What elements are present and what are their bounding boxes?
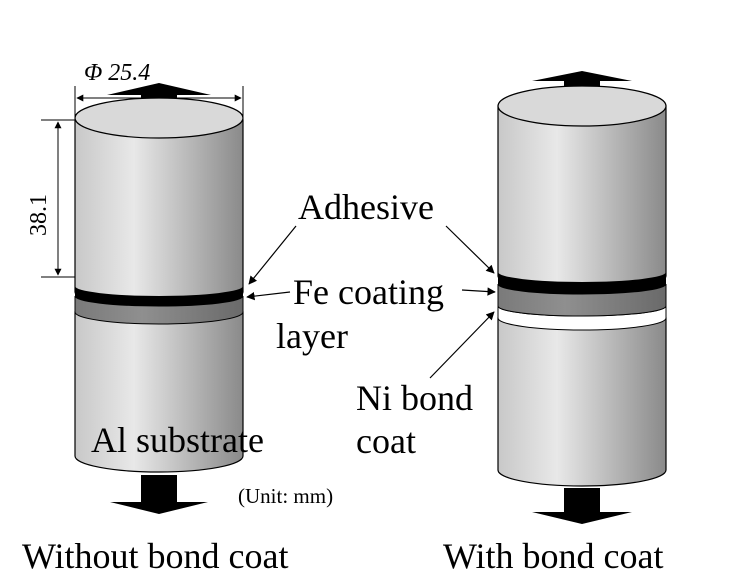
adhesive-label: Adhesive [298,187,434,227]
diameter-dimension [74,86,244,120]
height-label: 38.1 [26,194,52,236]
left-bottom-load-arrow [110,475,208,514]
right-specimen [497,71,667,524]
fe-coating-label-line1: Fe coating [293,272,444,312]
right-lower-cylinder [497,317,667,487]
height-dimension [41,119,75,278]
adhesive-leader-left [248,225,297,285]
adhesive-leader-right [445,225,495,274]
left-specimen [74,83,244,514]
ni-leader [429,311,495,379]
al-substrate-label: Al substrate [91,420,264,460]
right-top-face [497,85,667,127]
fe-leader-left [246,291,291,301]
fe-coating-label-line2: layer [276,316,348,356]
caption-without-bond-coat: Without bond coat [22,536,289,576]
right-adhesive-band [498,272,666,294]
ni-bond-label-line1: Ni bond [356,378,473,418]
fe-leader-right [461,287,496,296]
unit-label: (Unit: mm) [238,484,333,508]
left-adhesive-band [75,286,243,306]
left-top-face [74,97,244,139]
left-lower-cylinder [74,311,244,473]
right-bottom-load-arrow [532,488,632,524]
right-upper-cylinder [497,105,667,291]
ni-bond-label-line2: coat [356,421,416,461]
caption-with-bond-coat: With bond coat [443,536,664,576]
leader-arrows [246,225,496,379]
left-upper-cylinder [74,119,244,307]
diameter-label: Φ 25.4 [84,60,150,86]
